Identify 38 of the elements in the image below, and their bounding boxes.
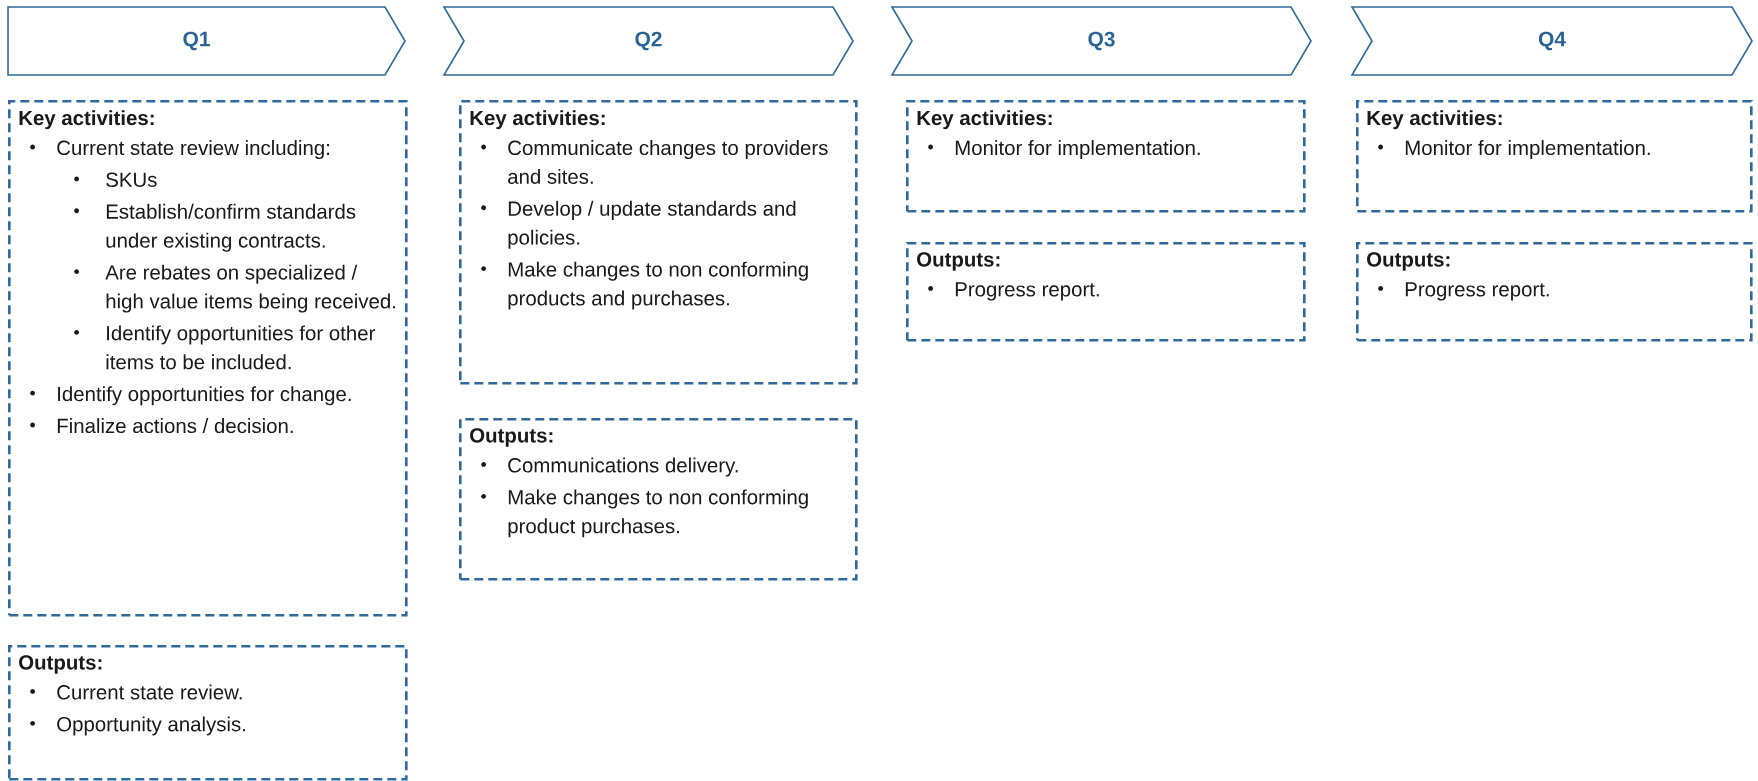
bullet-item: Identify opportunities for change. <box>30 386 351 406</box>
bullet-item: Monitor for implementation. <box>1378 140 1650 160</box>
section-heading: Key activities: <box>19 110 154 130</box>
dashed-text-box <box>459 100 858 385</box>
bullet-item: Establish/confirm standards under existing contracts. <box>74 203 356 252</box>
section-heading: Key activities: <box>917 110 1052 130</box>
bullet-item: Make changes to non conforming product purchases. <box>481 489 808 538</box>
dashed-text-box <box>906 242 1306 342</box>
bullet-item: Make changes to non conforming products and purchases. <box>481 261 808 310</box>
dashed-text-box <box>8 645 408 781</box>
section-heading: Outputs: <box>1367 252 1450 271</box>
bullet-item: Current state review including: <box>30 140 329 160</box>
section-heading: Key activities: <box>1367 110 1502 130</box>
bullet-item: Opportunity analysis. <box>30 716 245 736</box>
chevron-banner: Q1 <box>7 6 406 76</box>
bullet-item: Are rebates on specialized / high value items being received. <box>74 264 396 313</box>
section-heading: Outputs: <box>917 252 1000 271</box>
chevron-banner: Q4 <box>1350 6 1753 76</box>
chevron-banner: Q3 <box>890 6 1312 76</box>
dashed-text-box <box>8 100 408 617</box>
bullet-item: Progress report. <box>928 282 1099 301</box>
bullet-item: Communications delivery. <box>481 457 738 477</box>
bullet-item: Finalize actions / decision. <box>30 418 293 434</box>
dashed-text-box <box>906 100 1306 213</box>
chevron-banner: Q2 <box>442 6 854 76</box>
bullet-item: Develop / update standards and policies. <box>481 200 796 249</box>
dashed-text-box <box>1356 100 1753 213</box>
bullet-item: Identify opportunities for other items to be included. <box>74 325 376 370</box>
bullet-item: SKUs <box>74 172 157 187</box>
dashed-text-box <box>459 418 858 581</box>
bullet-item: Monitor for implementation. <box>928 140 1200 160</box>
section-heading: Outputs: <box>470 428 553 447</box>
section-heading: Key activities: <box>470 110 605 130</box>
dashed-text-box <box>1356 242 1753 342</box>
bullet-item: Current state review. <box>30 684 242 700</box>
bullet-item: Progress report. <box>1378 282 1549 301</box>
section-heading: Outputs: <box>19 655 102 674</box>
bullet-item: Communicate changes to providers and sites. <box>481 140 828 184</box>
